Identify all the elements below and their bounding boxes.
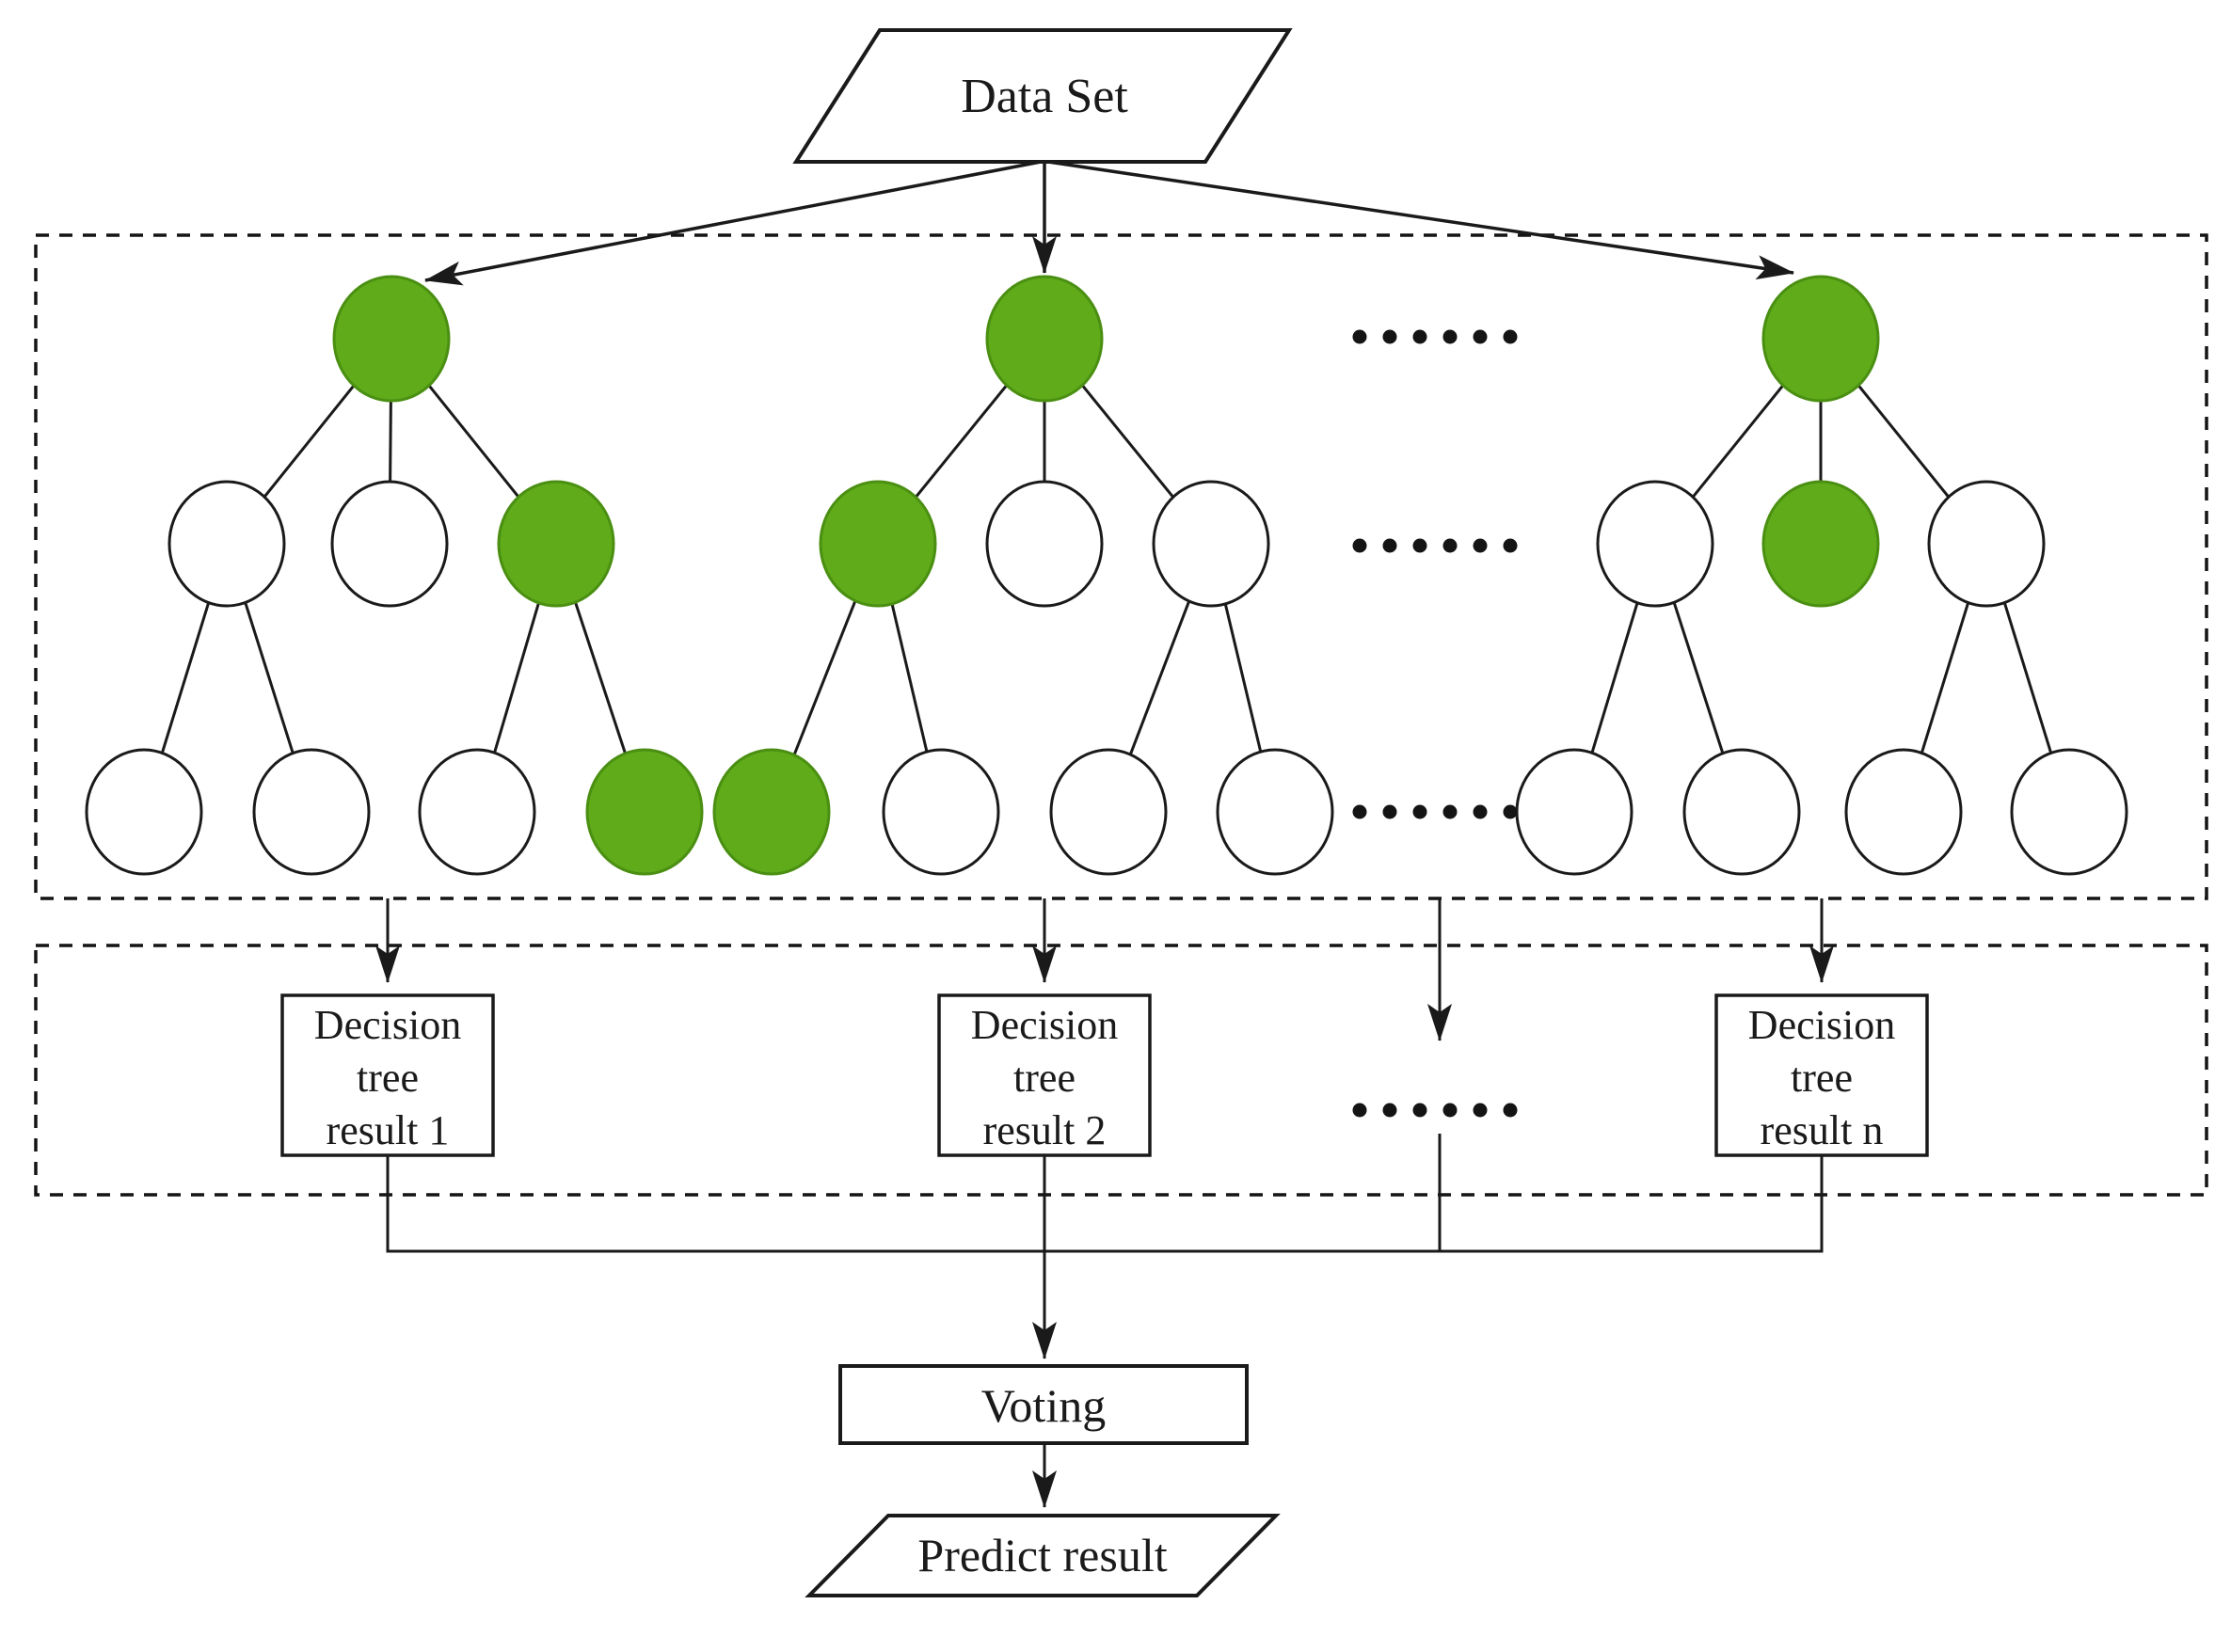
tree-node [882,748,1000,876]
ellipsis-dot-icon [1352,329,1367,344]
tree-n-nodes [1515,275,2128,876]
ellipsis-dot-icon [1352,1103,1367,1118]
voting-label: Voting [981,1379,1106,1432]
ellipsis-dot-icon [1503,804,1518,819]
result-box [280,993,495,1157]
ellipsis-dot-icon [1412,538,1427,553]
ellipsis-dot-icon [1382,538,1397,553]
ellipsis-dot-icon [1473,538,1488,553]
ellipsis-dots [1352,538,1518,553]
tree-node [252,748,371,876]
ellipsis-dot-icon [1442,1103,1458,1118]
predict-label: Predict result [917,1529,1167,1581]
tree-node-selected [985,275,1104,403]
ellipsis-dots [1352,804,1518,819]
tree-node-selected [332,275,451,403]
results-bus-line [386,1155,1824,1253]
tree-node-selected [1761,275,1880,403]
tree-node [1515,748,1633,876]
arrow-dataset-to-tree-1 [424,160,1042,286]
tree-node [1216,748,1334,876]
tree-node [1927,480,2046,608]
ellipsis-dot-icon [1412,804,1427,819]
tree-node [1682,748,1801,876]
tree-node [167,480,286,608]
tree-node [1844,748,1963,876]
dataset-label: Data Set [961,70,1128,123]
ellipsis-dot-icon [1352,804,1367,819]
arrow-dataset-to-tree-n [1047,160,1794,280]
dataset-parallelogram [792,28,1293,164]
voting-box [838,1364,1249,1445]
ellipsis-dots [1352,329,1518,344]
tree-to-result-arrows [375,898,1834,1041]
ellipsis-dot-icon [1382,1103,1397,1118]
tree-node-selected [497,480,615,608]
tree-node-selected [1761,480,1880,608]
trees-dashed-box [34,233,2208,900]
ellipsis-dot-icon [1352,538,1367,553]
tree-1-nodes [85,275,704,876]
ellipsis-dot-icon [1382,804,1397,819]
ellipsis-dot-icon [1473,329,1488,344]
tree-node [985,480,1104,608]
ellipsis-dot-icon [1412,329,1427,344]
trees-layer [85,275,2128,876]
ellipsis-dot-icon [1503,329,1518,344]
ellipsis-dot-icon [1382,329,1397,344]
ellipsis-dot-icon [1442,538,1458,553]
result-box [1714,993,1929,1157]
predict-group: Predict result [805,1514,1281,1597]
tree-node [418,748,536,876]
ellipsis-dot-icon [1442,329,1458,344]
ellipsis-dot-icon [1503,1103,1518,1118]
ellipsis-dot-icon [1412,1103,1427,1118]
results-dashed-box [34,944,2208,1197]
tree-node-selected [712,748,831,876]
tree-2-nodes [712,275,1334,876]
tree-node [1152,480,1270,608]
ellipsis-layer [1352,329,1518,1118]
tree-node [85,748,203,876]
voting-connectors [386,1134,1824,1359]
result-box [937,993,1152,1157]
voting-group: Voting [838,1364,1249,1508]
tree-node-selected [819,480,937,608]
dataset-group: Data Set [424,28,1794,286]
tree-node-selected [585,748,704,876]
ellipsis-dot-icon [1442,804,1458,819]
ellipsis-dot-icon [1503,538,1518,553]
tree-node [2010,748,2128,876]
tree-node [330,480,449,608]
ellipsis-dot-icon [1473,804,1488,819]
ellipsis-dots [1352,1103,1518,1118]
predict-parallelogram [805,1514,1281,1597]
tree-node [1049,748,1168,876]
ellipsis-dot-icon [1473,1103,1488,1118]
tree-node [1596,480,1714,608]
